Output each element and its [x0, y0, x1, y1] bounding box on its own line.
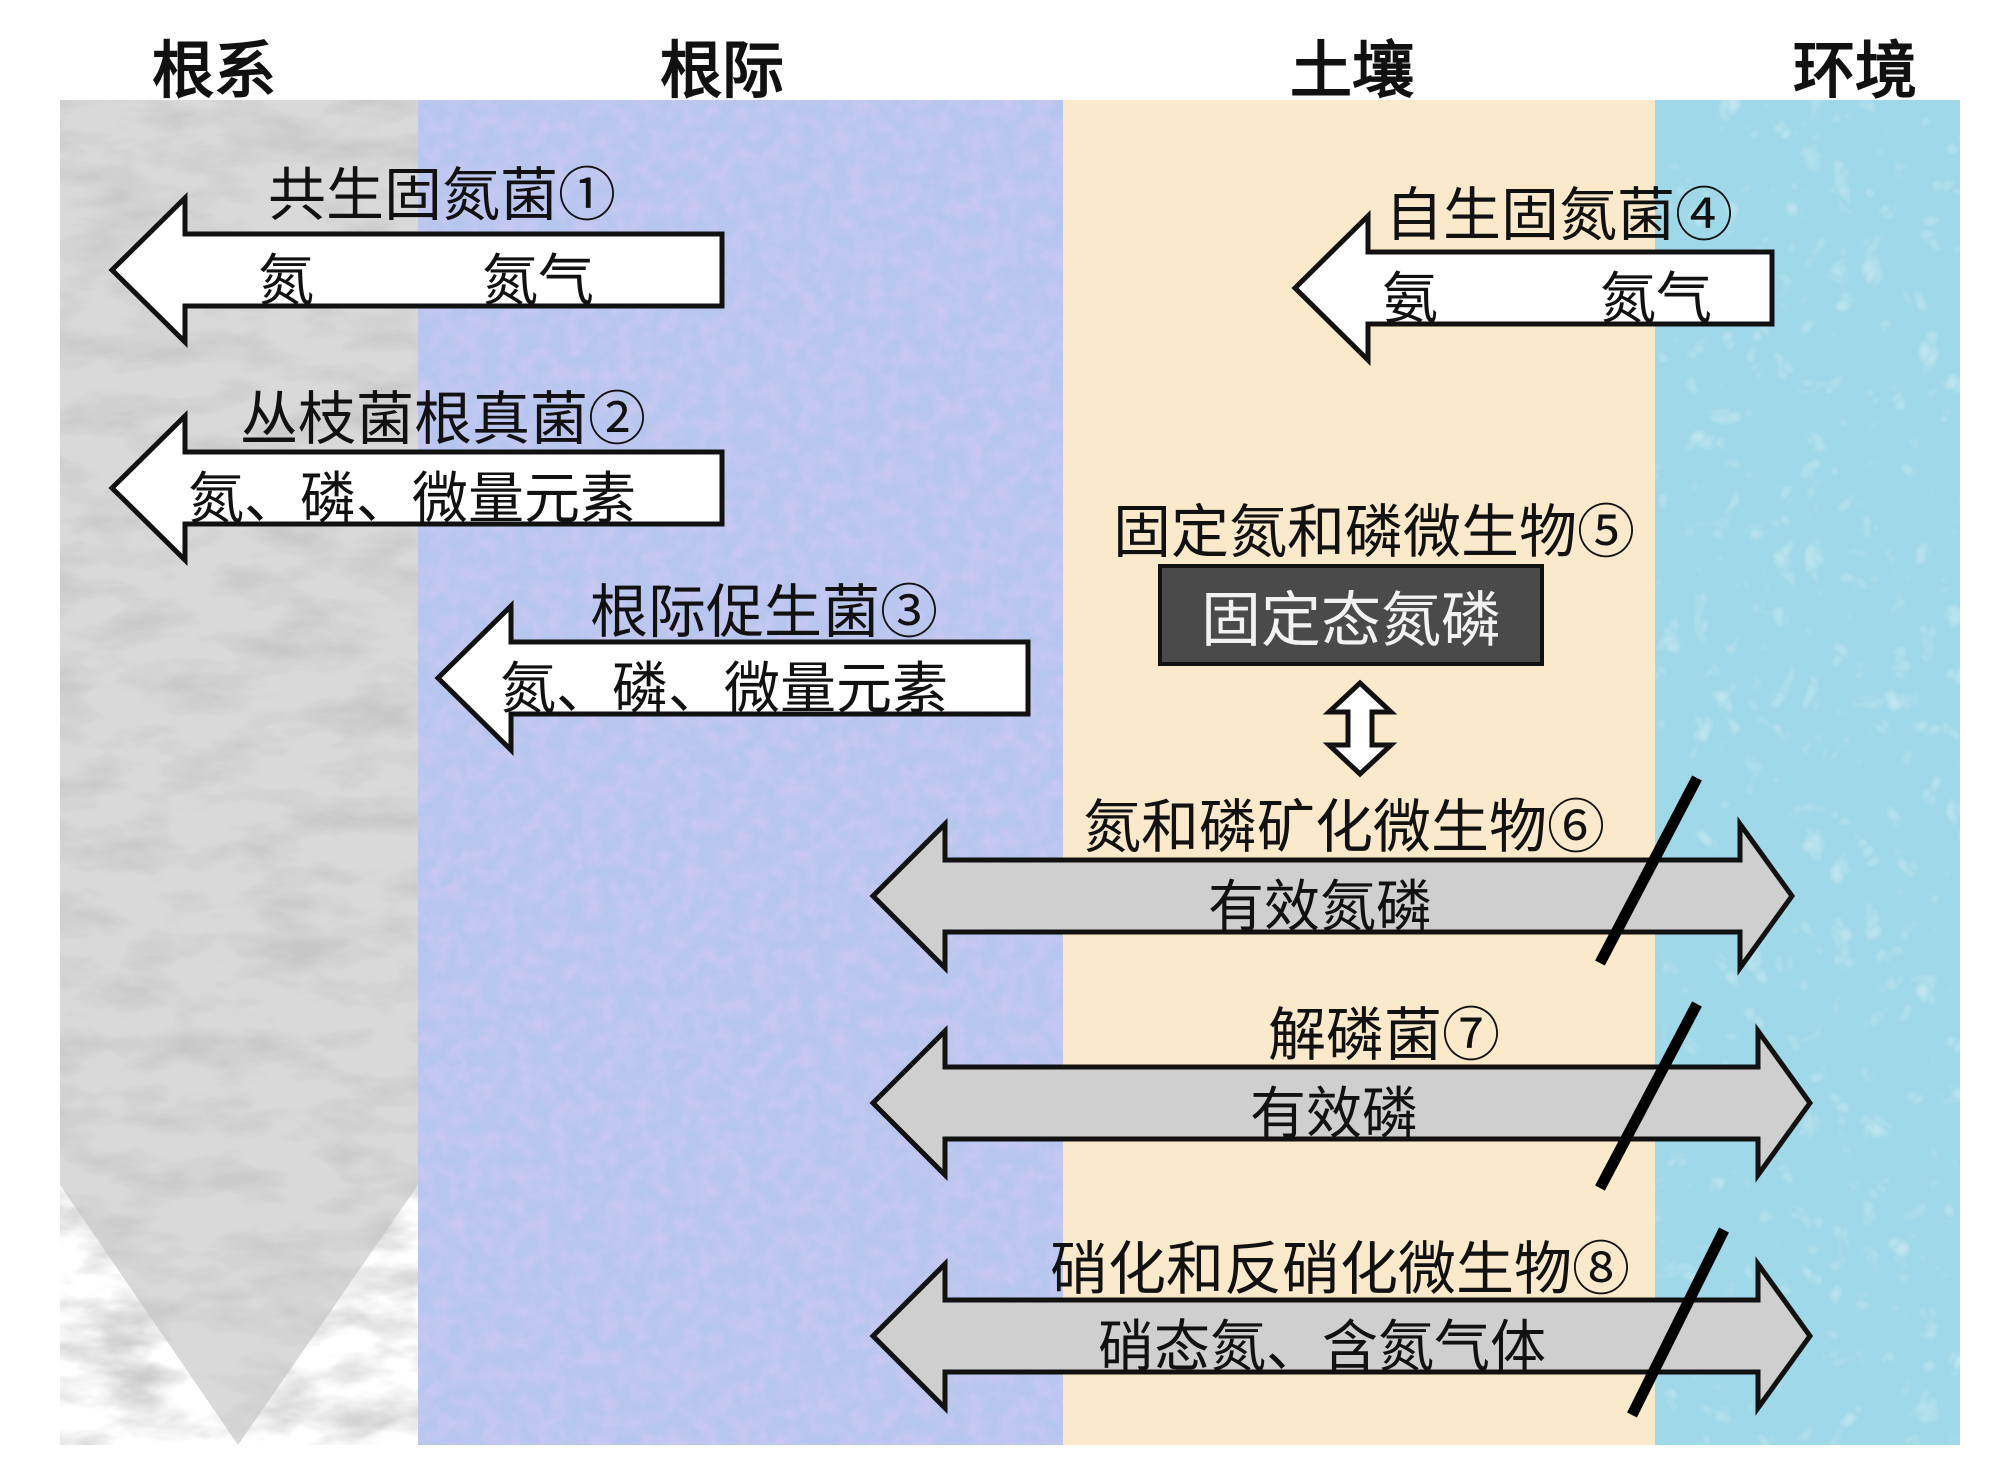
block-slash-6: [1595, 775, 1702, 966]
arrow-4-text-right: 氮气: [1600, 267, 1712, 332]
arrow-1-left: [108, 192, 725, 348]
arrow-2-text: 氮、磷、微量元素: [188, 467, 636, 532]
microbe-label-6: 氮和磷矿化微生物⑥: [1083, 793, 1606, 861]
arrow-3-text: 氮、磷、微量元素: [500, 657, 948, 722]
fixed-np-box: 固定态氮磷: [1158, 564, 1544, 666]
rhizosphere-zone-texture: [418, 100, 1063, 1445]
arrow-8-double: [869, 1256, 1814, 1416]
microbe-label-1: 共生固氮菌①: [268, 161, 617, 229]
zone-title-root: 根系: [152, 34, 277, 107]
block-slash-8: [1627, 1227, 1729, 1418]
root-zone-texture: [60, 100, 418, 1445]
arrow-7-text: 有效磷: [1250, 1082, 1418, 1147]
microbe-label-2: 丛枝菌根真菌②: [240, 385, 647, 453]
microbe-label-8: 硝化和反硝化微生物⑧: [1050, 1235, 1631, 1303]
arrow-1-text-right: 氮气: [482, 249, 594, 314]
microbe-label-3: 根际促生菌③: [590, 578, 939, 646]
block-slash-7: [1595, 1001, 1702, 1191]
zone-title-rhizosphere: 根际: [660, 34, 785, 107]
arrow-8-text: 硝态氮、含氮气体: [1098, 1315, 1546, 1380]
microbe-label-4: 自生固氮菌④: [1385, 181, 1734, 249]
double-vertical-arrow: [1322, 679, 1398, 778]
arrow-4-left: [1291, 210, 1775, 366]
microbe-label-7: 解磷菌⑦: [1268, 1001, 1501, 1069]
zone-title-environment: 环境: [1793, 34, 1918, 107]
arrow-6-text: 有效氮磷: [1208, 875, 1432, 940]
zone-title-soil: 土壤: [1290, 34, 1415, 107]
arrow-4-text-left: 氨: [1382, 267, 1438, 332]
arrow-1-text-left: 氮: [258, 249, 314, 314]
arrow-6-double: [869, 816, 1796, 976]
arrow-3-left: [434, 600, 1031, 756]
microbe-label-5: 固定氮和磷微生物⑤: [1113, 498, 1636, 566]
arrow-7-double: [869, 1023, 1814, 1183]
arrow-2-left: [108, 410, 725, 566]
